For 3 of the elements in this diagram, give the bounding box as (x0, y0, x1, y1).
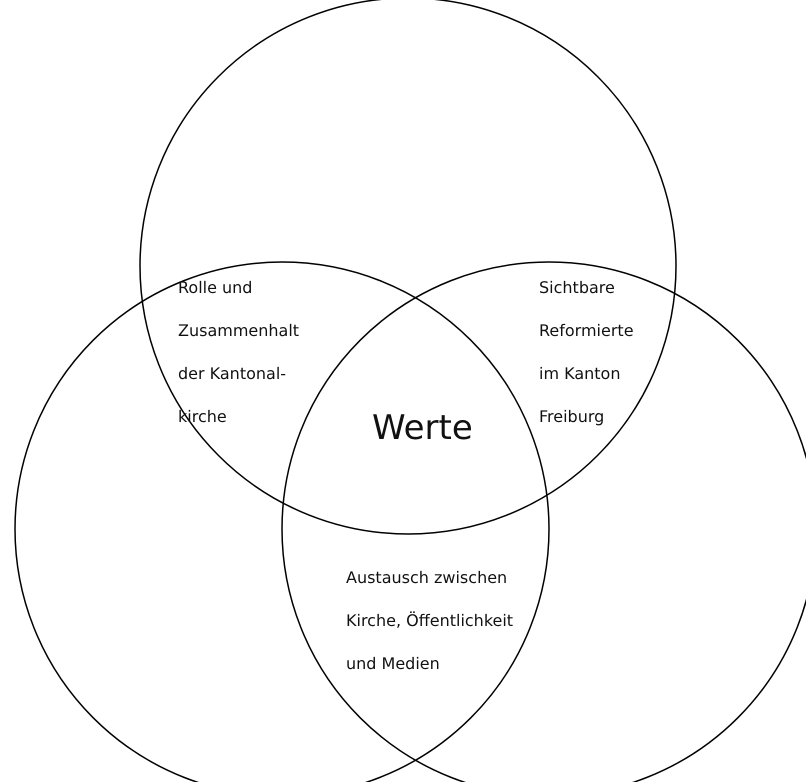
region-label: Sichtbare Reformierte im Kanton Freiburg (539, 277, 635, 428)
region-label: Austausch zwischen Kirche, Öffentlichkeit und Medien (346, 567, 514, 675)
center-label: Werte (372, 408, 473, 448)
